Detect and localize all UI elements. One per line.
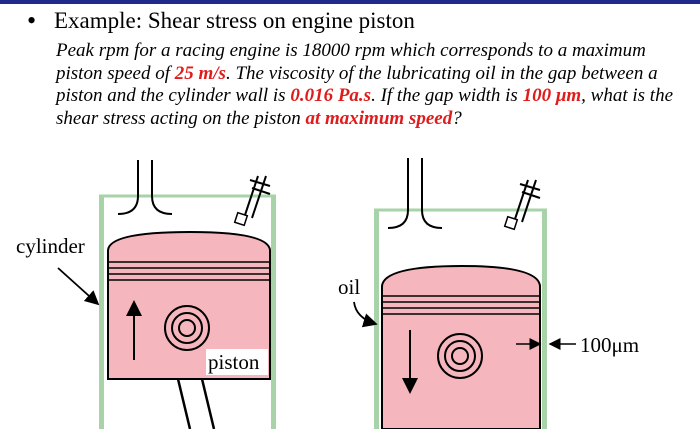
piston-label-bg	[206, 349, 268, 375]
top-accent-bar	[0, 0, 700, 4]
oil-label: oil	[338, 275, 360, 299]
slide-title: Example: Shear stress on engine piston	[54, 8, 415, 33]
right-intake-valve-head	[387, 209, 443, 229]
left-intake-valve-stem	[137, 160, 153, 196]
condition-value: at maximum speed	[305, 107, 453, 129]
left-cylinder-wall-left	[99, 196, 104, 429]
left-wrist-pin-outer	[164, 305, 210, 351]
left-connecting-rod	[176, 378, 216, 429]
left-engine-diagram: piston cylinder	[16, 160, 276, 429]
right-cylinder-wall-left	[374, 210, 379, 429]
problem-text-3: . If the gap width is	[371, 85, 523, 106]
left-intake-valve-head	[117, 195, 173, 215]
problem-text-1: Peak rpm for a racing engine is 18000 rp…	[56, 40, 646, 84]
problem-text-4: , what is the shear stress acting on the…	[56, 85, 674, 129]
gap-width-label: 100μm	[580, 333, 639, 357]
piston-label: piston	[208, 350, 260, 374]
viscosity-value: 0.016 Pa.s	[290, 85, 372, 106]
problem-text-2: . The viscosity of the lubricating oil i…	[56, 62, 658, 107]
speed-value: 25 m/s	[174, 62, 226, 84]
right-cylinder-wall-right	[542, 210, 547, 429]
right-wrist-pin-outer	[437, 333, 483, 379]
right-engine-diagram: oil 100μm	[338, 158, 639, 429]
right-wrist-pin-mid	[444, 340, 476, 372]
bullet: •	[27, 6, 37, 35]
right-wrist-pin-inner	[451, 347, 469, 365]
oil-pointer-arrow	[353, 301, 378, 328]
left-wrist-pin-mid	[171, 312, 203, 344]
left-cylinder-wall-right	[271, 196, 276, 429]
right-intake-valve-stem	[407, 158, 423, 210]
problem-text-5: ?	[452, 107, 462, 129]
cylinder-label: cylinder	[16, 234, 85, 258]
left-spark-plug-icon	[243, 175, 271, 219]
problem-statement: Peak rpm for a racing engine is 18000 rp…	[56, 40, 688, 130]
left-wrist-pin-inner	[178, 319, 196, 337]
left-spark-plug-tip	[233, 211, 249, 227]
right-spark-plug-icon	[513, 179, 541, 223]
gap-value: 100 μm	[522, 85, 582, 106]
right-spark-plug-tip	[503, 215, 519, 231]
cylinder-pointer-arrow	[57, 267, 100, 306]
